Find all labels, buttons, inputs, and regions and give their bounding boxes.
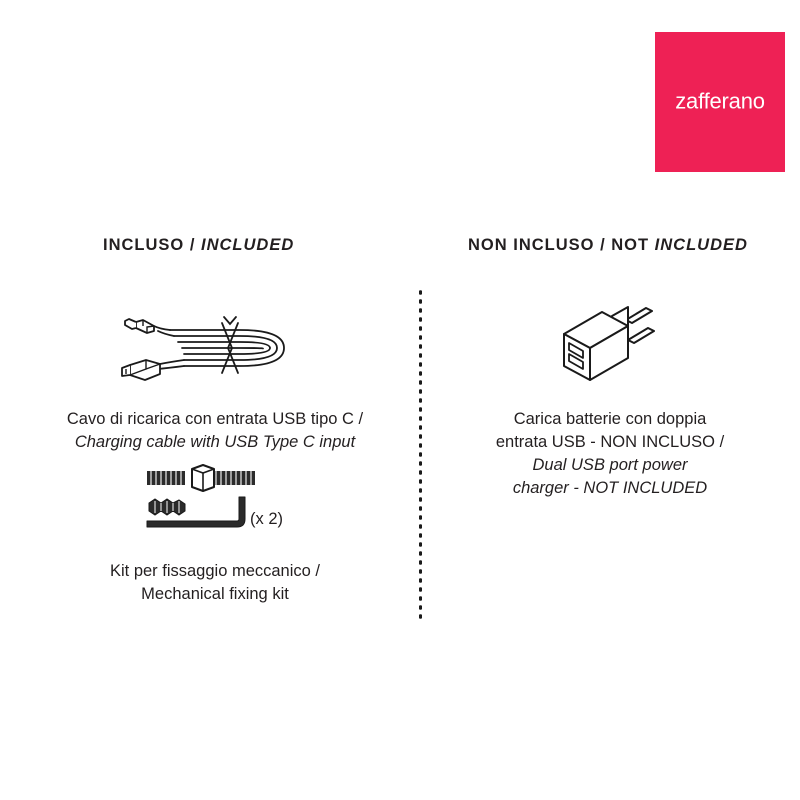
brand-wordmark: zafferano bbox=[675, 88, 765, 114]
caption-fixing-kit: Kit per fissaggio meccanico / Mechanical… bbox=[30, 560, 400, 606]
heading-included-regular: INCLUSO / bbox=[103, 236, 202, 254]
caption-line: Dual USB port power bbox=[532, 456, 688, 474]
heading-included-italic: INCLUDED bbox=[201, 236, 295, 254]
caption-line: Charging cable with USB Type C input bbox=[74, 433, 356, 451]
caption-usb-cable: Cavo di ricarica con entrata USB tipo C … bbox=[10, 408, 420, 454]
usb-power-charger-icon bbox=[550, 298, 660, 382]
column-heading-included: INCLUSO / INCLUDED bbox=[103, 236, 294, 255]
column-heading-not-included: NON INCLUSO / NOT INCLUDED bbox=[468, 236, 748, 255]
caption-usb-power-charger: Carica batterie con doppia entrata USB -… bbox=[435, 408, 785, 500]
usb-cable-icon bbox=[118, 303, 298, 393]
caption-line: charger - NOT INCLUDED bbox=[512, 479, 708, 497]
caption-line: Carica batterie con doppia bbox=[513, 410, 707, 428]
caption-line: Mechanical fixing kit bbox=[141, 585, 289, 603]
brand-logo: zafferano bbox=[655, 32, 785, 172]
fixing-kit-quantity-label: (x 2) bbox=[250, 510, 283, 528]
column-divider-dotted bbox=[419, 288, 422, 620]
caption-line: Cavo di ricarica con entrata USB tipo C … bbox=[66, 410, 364, 428]
fixing-kit-icon bbox=[145, 463, 305, 543]
caption-line: Kit per fissaggio meccanico / bbox=[109, 562, 320, 580]
heading-not-included-regular: NON INCLUSO / NOT bbox=[468, 236, 655, 254]
bolt-shaft bbox=[147, 471, 255, 485]
allen-key bbox=[146, 496, 246, 528]
caption-line: entrata USB - NON INCLUSO / bbox=[495, 433, 725, 451]
heading-not-included-italic: INCLUDED bbox=[654, 236, 748, 254]
